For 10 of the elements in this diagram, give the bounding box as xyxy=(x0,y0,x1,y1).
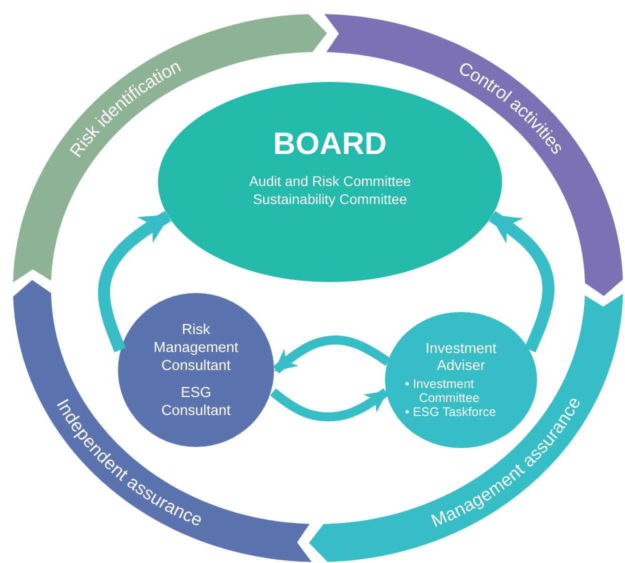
curved-arrow xyxy=(273,336,390,374)
committee-label: Sustainability Committee xyxy=(252,190,408,208)
curved-arrow xyxy=(270,388,389,422)
curved-arrow xyxy=(488,210,554,352)
node-title: BOARD xyxy=(273,126,387,162)
bullet-item: • Investment Committee xyxy=(405,377,480,405)
node-label: Investment Adviser xyxy=(424,341,498,375)
committee-label: Audit and Risk Committee xyxy=(249,172,411,190)
node-label: Risk Management Consultant xyxy=(152,320,240,374)
curved-arrow xyxy=(98,210,172,352)
